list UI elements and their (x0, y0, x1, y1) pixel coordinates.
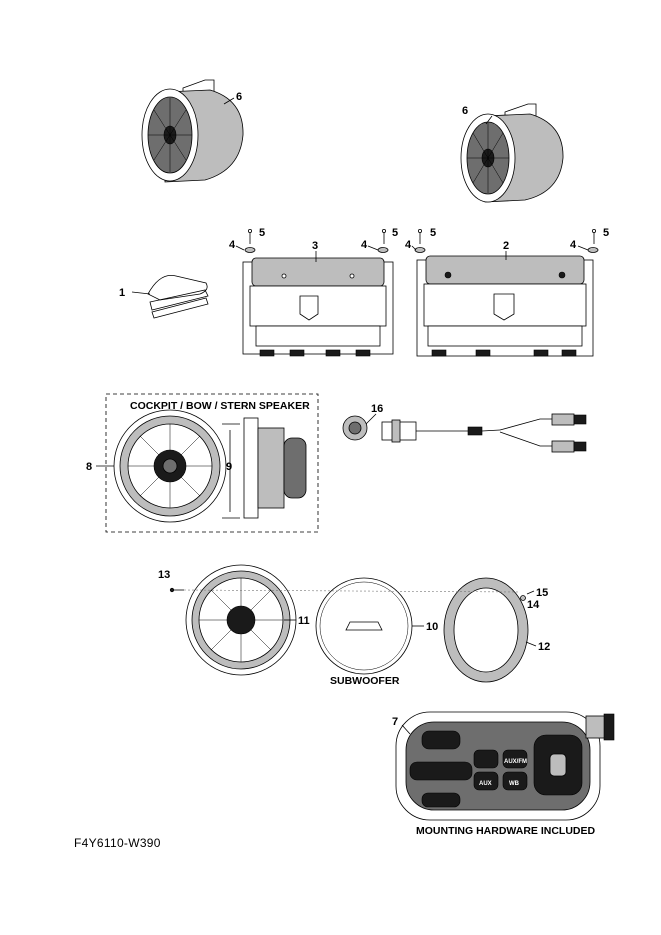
mounting-ring (443, 577, 529, 683)
remote-button-wb: WB (509, 781, 520, 787)
remote-control (395, 711, 615, 821)
caption-mounting-hardware: MOUNTING HARDWARE INCLUDED (416, 825, 595, 837)
tower-speaker-left (141, 79, 244, 183)
callout-7: 7 (392, 716, 398, 728)
callout-6-right: 6 (462, 105, 468, 117)
callout-1: 1 (119, 287, 125, 299)
callout-10: 10 (426, 621, 438, 633)
callout-2: 2 (503, 240, 509, 252)
callout-13: 13 (158, 569, 170, 581)
callout-3: 3 (312, 240, 318, 252)
amplifier-two-channel (416, 255, 594, 357)
diagram-code: F4Y6110-W390 (74, 836, 161, 850)
alignment-line (183, 589, 521, 593)
aux-input-cable (342, 413, 587, 453)
caption-subwoofer: SUBWOOFER (330, 675, 400, 687)
callout-14: 14 (527, 599, 540, 611)
leader-lines (223, 97, 589, 735)
callout-15: 15 (536, 587, 548, 599)
callout-9: 9 (226, 461, 232, 473)
cockpit-speaker-group-box (105, 393, 319, 533)
callout-12: 12 (538, 641, 550, 653)
callout-6-left: 6 (236, 91, 242, 103)
callout-11: 11 (298, 615, 310, 627)
remote-button-aux-fm: AUX/FM (504, 759, 527, 765)
callout-4-d: 4 (570, 239, 577, 251)
callout-5-b: 5 (392, 227, 398, 239)
screw-thirteen (169, 587, 184, 593)
cockpit-speaker-side (243, 417, 307, 519)
callout-16: 16 (371, 403, 383, 415)
washer-and-screw-small (520, 590, 535, 601)
tower-speaker-right (460, 103, 564, 203)
callout-5-c: 5 (430, 227, 436, 239)
callout-8: 8 (86, 461, 92, 473)
callout-5-a: 5 (259, 227, 265, 239)
callout-5-d: 5 (603, 227, 609, 239)
speaker-grille-eleven (185, 564, 297, 676)
cockpit-screws (222, 423, 240, 519)
screws-and-washers (244, 228, 599, 253)
callout-4-c: 4 (405, 239, 412, 251)
remote-button-aux: AUX (479, 781, 492, 787)
callout-4-b: 4 (361, 239, 368, 251)
subwoofer (315, 577, 413, 675)
cockpit-speaker (113, 409, 227, 523)
caption-cockpit-speaker: COCKPIT / BOW / STERN SPEAKER (130, 400, 310, 412)
wire-harness (131, 275, 209, 319)
amplifier-four-channel (242, 257, 394, 357)
callout-4-a: 4 (229, 239, 236, 251)
